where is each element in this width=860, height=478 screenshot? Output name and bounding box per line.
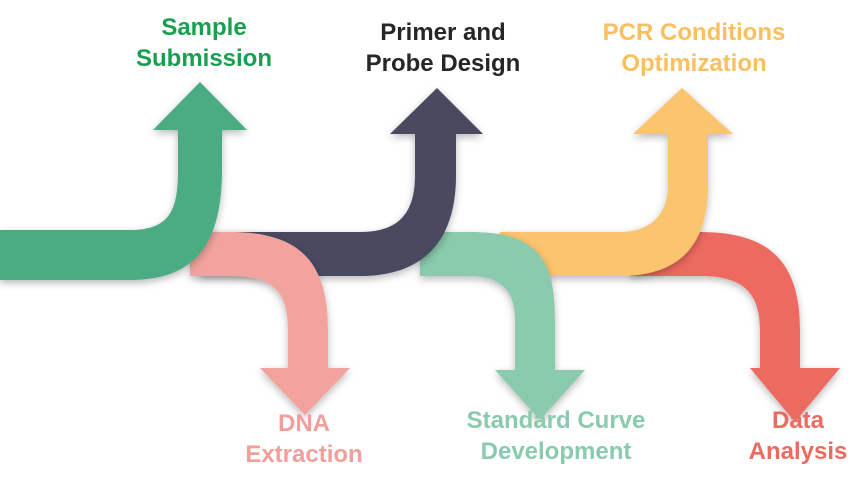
arrow-sample-submission (0, 82, 247, 280)
arrow-data-analysis (630, 232, 840, 422)
label-sample-submission: Sample Submission (118, 12, 290, 74)
label-line: PCR Conditions (602, 19, 786, 46)
label-line: Standard Curve (466, 407, 646, 434)
label-dna-extraction: DNA Extraction (230, 408, 378, 470)
label-pcr-conditions-optimization: PCR Conditions Optimization (590, 17, 798, 79)
label-line: Analysis (748, 438, 848, 465)
arrow-dna-extraction (190, 232, 350, 415)
label-primer-probe-design: Primer and Probe Design (352, 17, 534, 79)
label-line: Probe Design (365, 50, 521, 77)
label-line: Sample (161, 14, 247, 41)
label-standard-curve-development: Standard Curve Development (452, 405, 660, 467)
label-line: Development (480, 438, 632, 465)
label-line: Submission (135, 45, 273, 72)
label-data-analysis: Data Analysis (736, 405, 860, 467)
label-line: Extraction (245, 441, 363, 468)
arrow-standard-curve-development (420, 232, 585, 420)
label-line: Data (771, 407, 825, 434)
label-line: Optimization (621, 50, 767, 77)
arrow-primer-probe-design (200, 88, 483, 276)
label-line: DNA (278, 410, 330, 437)
label-line: Primer and (380, 19, 506, 46)
arrow-pcr-conditions-optimization (500, 88, 733, 276)
